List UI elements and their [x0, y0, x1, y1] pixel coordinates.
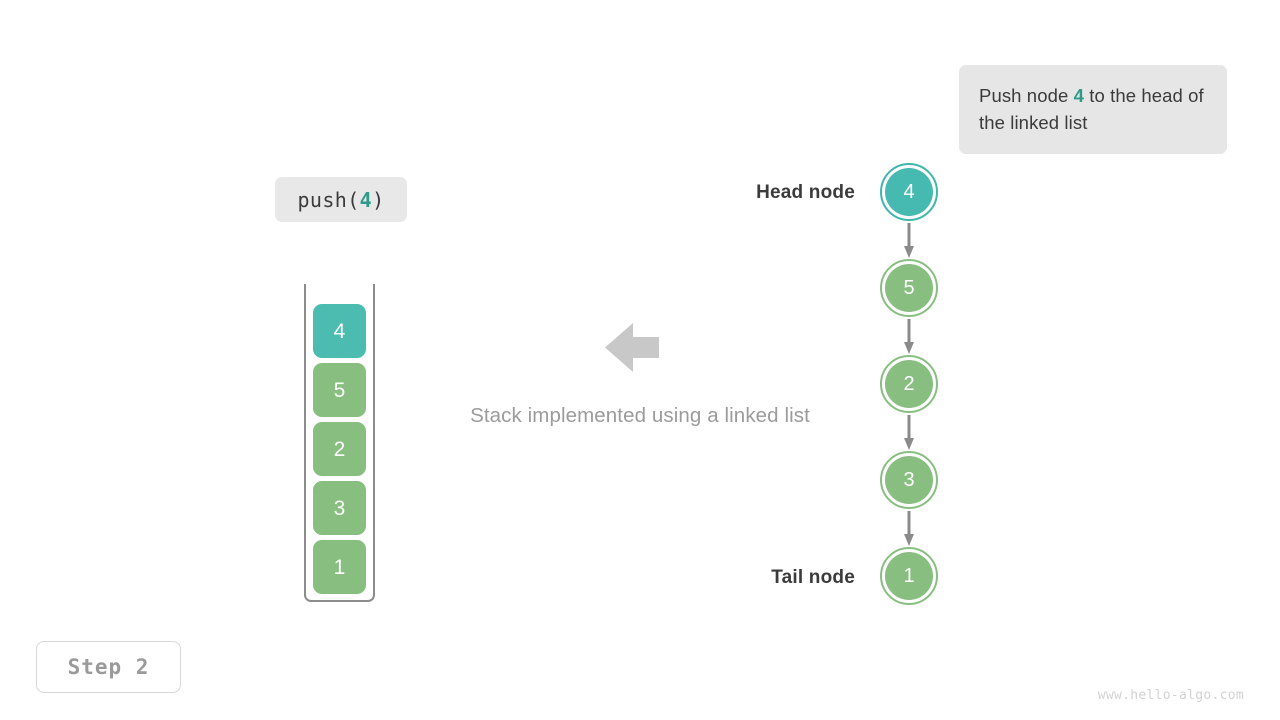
list-node: 1 [880, 547, 938, 605]
node-ring [880, 163, 938, 221]
stack-cell-value: 2 [333, 437, 346, 461]
stack-cell-value: 3 [333, 496, 346, 520]
head-node-label: Head node [756, 182, 855, 203]
list-node: 5 [880, 259, 938, 317]
diagram-caption: Stack implemented using a linked list [470, 404, 810, 427]
operation-argument: 4 [359, 187, 373, 212]
stack-cell: 5 [313, 363, 366, 417]
node-disc [885, 456, 933, 504]
list-node-value: 5 [903, 277, 915, 299]
operation-suffix: ) [372, 187, 385, 212]
callout-text-after: to the head of the linked list [979, 85, 1204, 133]
stack-cell-value: 4 [333, 319, 346, 343]
stack-cell: 3 [313, 481, 366, 535]
list-node: 4 [880, 163, 938, 221]
stack-cell-value: 5 [333, 378, 346, 402]
node-ring [880, 355, 938, 413]
operation-chip: push(4) [275, 177, 407, 222]
list-node-value: 3 [903, 469, 915, 491]
list-edge-arrow [904, 415, 914, 451]
node-ring [880, 451, 938, 509]
node-disc [885, 360, 933, 408]
list-edge-arrow [904, 223, 914, 259]
list-edge-arrow [904, 511, 914, 547]
list-node: 2 [880, 355, 938, 413]
stack-cell-value: 1 [333, 555, 346, 579]
node-ring [880, 259, 938, 317]
step-badge: Step 2 [36, 641, 181, 693]
stack-cell: 2 [313, 422, 366, 476]
list-node-value: 4 [903, 181, 915, 203]
callout-text-before: Push node [979, 85, 1074, 106]
stack-cell-list: 4 5 2 3 1 [313, 304, 366, 594]
list-edge-arrow [904, 319, 914, 355]
list-node-value: 1 [903, 565, 915, 587]
list-node-value: 2 [903, 373, 915, 395]
callout-box: Push node 4 to the head of the linked li… [959, 65, 1227, 154]
tail-node-label: Tail node [771, 567, 855, 588]
left-arrow-icon [603, 320, 661, 375]
stack-visualization: 4 5 2 3 1 [304, 284, 375, 602]
list-node: 3 [880, 451, 938, 509]
node-disc [885, 552, 933, 600]
callout-highlight-value: 4 [1073, 85, 1084, 106]
node-ring [880, 547, 938, 605]
stack-cell: 1 [313, 540, 366, 594]
watermark: www.hello-algo.com [1097, 688, 1244, 703]
stack-cell: 4 [313, 304, 366, 358]
linked-list-visualization: Head node Tail node 4 5 2 [740, 155, 980, 625]
operation-prefix: push( [297, 187, 360, 212]
node-disc [885, 168, 933, 216]
node-disc [885, 264, 933, 312]
